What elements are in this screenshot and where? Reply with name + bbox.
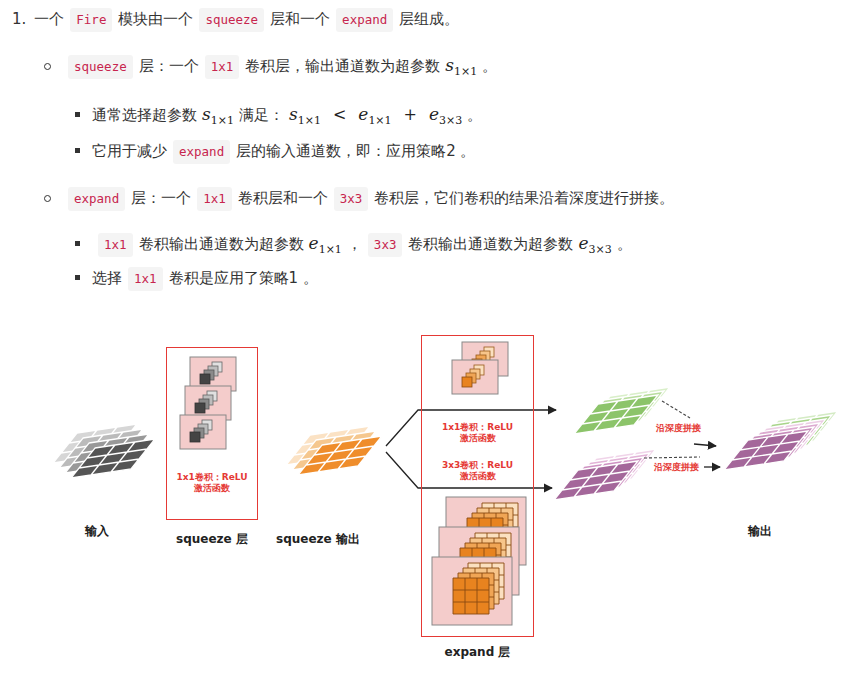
concat-line: [662, 401, 690, 418]
math-operator: <: [333, 105, 346, 125]
math-symbol: e: [578, 233, 588, 253]
tensor-caption: 输入: [85, 523, 109, 540]
body-text: 层的输入通道数，即：应用策略2 。: [236, 141, 475, 161]
conv-label: 1x1卷积：ReLU 激活函数: [172, 472, 252, 494]
math-operator: +: [404, 105, 417, 125]
concat-line: [644, 457, 700, 458]
concat-arrow: [704, 466, 720, 467]
body-text: 卷积输出通道数为超参数: [408, 234, 573, 254]
inline-code: 1x1: [98, 233, 133, 257]
math-symbol: s: [289, 104, 298, 124]
input-channel: [71, 439, 155, 478]
inline-code: 3x3: [368, 233, 403, 257]
body-text: 卷积层，它们卷积的结果沿着深度进行拼接。: [374, 188, 674, 208]
math-symbol: e: [309, 233, 319, 253]
text-line: 1. 一个 Fire 模块由一个 squeeze 层和一个 expand 层组成。: [12, 8, 459, 32]
inline-code: squeeze: [68, 55, 133, 79]
fork-arrow: [386, 410, 556, 446]
list-number: 1.: [12, 9, 26, 29]
tensor-caption: squeeze 输出: [276, 531, 360, 548]
math-symbol: s: [445, 55, 454, 75]
inline-code: expand: [173, 140, 230, 164]
output-channel: [724, 431, 808, 470]
inline-code: expand: [336, 8, 393, 32]
expand1-channel: [574, 395, 658, 434]
math-symbol: s: [202, 104, 211, 124]
math-subscript: 1×1: [211, 111, 234, 131]
conv-filter: [432, 557, 512, 625]
inline-code: 1x1: [197, 187, 232, 211]
body-text: ，: [347, 234, 362, 254]
text-line: squeeze 层：一个 1x1卷积层，输出通道数为超参数s1×1。: [62, 55, 497, 79]
body-text: 满足：: [239, 105, 284, 125]
squeeze-channel: [298, 436, 382, 475]
body-text: 。: [467, 105, 482, 125]
body-text: 选择: [92, 268, 122, 288]
body-text: 卷积输出通道数为超参数: [139, 234, 304, 254]
inline-code: expand: [68, 187, 125, 211]
math-subscript: 1×1: [319, 240, 342, 260]
body-text: 一个: [34, 9, 64, 29]
inline-code: 1x1: [205, 55, 240, 79]
math-subscript: 3×3: [439, 111, 462, 131]
text-line: expand 层：一个 1x1 卷积层和一个 3x3卷积层，它们卷积的结果沿着深度进行拼…: [62, 187, 674, 211]
inline-code: 1x1: [128, 267, 163, 291]
text-line: 通常选择超参数s1×1满足：s1×1<e1×1+e3×3。: [92, 104, 482, 127]
list-bullet: [44, 195, 51, 202]
body-text: 卷积是应用了策略1 。: [169, 268, 318, 288]
conv-filter: [452, 360, 498, 394]
body-text: 。: [617, 234, 632, 254]
body-text: 卷积层，输出通道数为超参数: [245, 56, 440, 76]
list-bullet: [75, 275, 80, 280]
math-subscript: 1×1: [454, 62, 477, 82]
body-text: 层：一个: [131, 188, 191, 208]
concat-label: 沿深度拼接: [653, 461, 700, 474]
body-text: 层：一个: [139, 56, 199, 76]
body-text: 。: [482, 56, 497, 76]
conv-filter: [180, 415, 226, 449]
list-bullet: [75, 112, 80, 117]
layer-caption: expand 层: [445, 644, 511, 661]
text-line: 1x1卷积输出通道数为超参数e1×1，3x3卷积输出通道数为超参数e3×3。: [92, 233, 632, 257]
concat-label: 沿深度拼接: [655, 422, 702, 435]
conv-label: 1x1卷积：ReLU 激活函数: [438, 422, 518, 444]
body-text: 它用于减少: [92, 141, 167, 161]
math-subscript: 3×3: [589, 240, 612, 260]
concat-arrow: [694, 444, 716, 446]
inline-code: 3x3: [334, 187, 369, 211]
math-subscript: 1×1: [298, 111, 321, 131]
tensor-caption: 输出: [748, 523, 772, 540]
list-bullet: [75, 148, 80, 153]
list-bullet: [75, 241, 80, 246]
math-subscript: 1×1: [368, 111, 391, 131]
body-text: 层和一个: [270, 9, 330, 29]
layer-box: 1x1卷积：ReLU 激活函数squeeze 层: [166, 347, 258, 520]
body-text: 模块由一个: [118, 9, 193, 29]
body-text: 卷积层和一个: [238, 188, 328, 208]
text-line: 选择 1x1 卷积是应用了策略1 。: [92, 267, 318, 291]
body-text: 通常选择超参数: [92, 105, 197, 125]
layer-caption: squeeze 层: [176, 531, 248, 548]
expand3-channel: [554, 461, 638, 500]
math-symbol: e: [358, 104, 368, 124]
math-symbol: e: [429, 104, 439, 124]
fork-arrow: [386, 452, 552, 488]
list-bullet: [44, 63, 51, 70]
text-line: 它用于减少 expand 层的输入通道数，即：应用策略2 。: [92, 140, 475, 164]
body-text: 层组成。: [399, 9, 459, 29]
inline-code: Fire: [70, 8, 112, 32]
inline-code: squeeze: [199, 8, 264, 32]
conv-label: 3x3卷积：ReLU 激活函数: [438, 460, 518, 482]
layer-box: 1x1卷积：ReLU 激活函数3x3卷积：ReLU 激活函数expand 层: [421, 335, 534, 637]
